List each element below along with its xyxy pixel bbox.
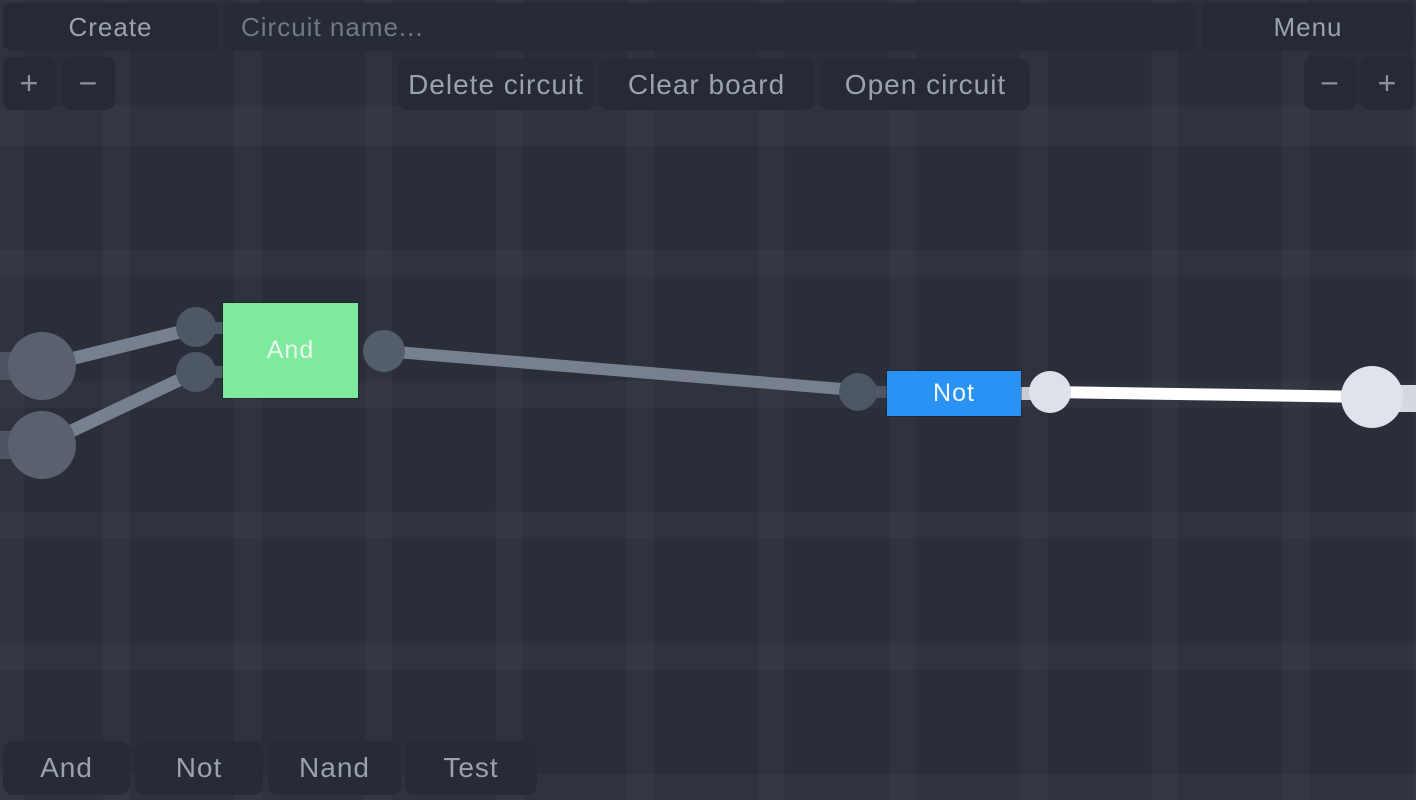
- output-terminal[interactable]: [1341, 366, 1403, 428]
- delete-circuit-button[interactable]: Delete circuit: [398, 59, 594, 110]
- and-output-pin[interactable]: [363, 330, 405, 372]
- not-output-pin[interactable]: [1029, 371, 1071, 413]
- wire-not-to-output[interactable]: [1049, 386, 1373, 403]
- circuit-name-input[interactable]: [225, 3, 1196, 51]
- create-button[interactable]: Create: [3, 3, 218, 51]
- not-gate[interactable]: Not: [887, 371, 1021, 416]
- and-input-pin-2[interactable]: [176, 352, 216, 392]
- menu-button[interactable]: Menu: [1202, 3, 1414, 51]
- wire-and-to-not[interactable]: [383, 345, 867, 397]
- palette-button-nand[interactable]: Nand: [268, 741, 401, 795]
- input-terminal-2[interactable]: [8, 411, 76, 479]
- zoom-out-button-left[interactable]: −: [62, 57, 115, 110]
- not-input-pin[interactable]: [839, 373, 877, 411]
- input-terminal-1[interactable]: [8, 332, 76, 400]
- palette-button-and[interactable]: And: [3, 741, 130, 795]
- palette-button-test[interactable]: Test: [405, 741, 537, 795]
- palette-button-not[interactable]: Not: [135, 741, 263, 795]
- open-circuit-button[interactable]: Open circuit: [821, 59, 1030, 110]
- and-gate[interactable]: And: [223, 303, 358, 398]
- clear-board-button[interactable]: Clear board: [599, 59, 814, 110]
- zoom-in-button-left[interactable]: +: [3, 57, 56, 110]
- zoom-in-button-right[interactable]: +: [1361, 57, 1414, 110]
- zoom-out-button-right[interactable]: −: [1304, 57, 1356, 110]
- and-input-pin-1[interactable]: [176, 307, 216, 347]
